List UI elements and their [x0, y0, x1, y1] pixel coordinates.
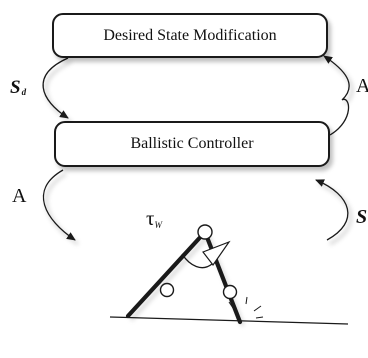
torque-arrow-head — [202, 240, 231, 267]
a-left-label: A — [12, 185, 27, 207]
a-feedback-arrow — [323, 55, 350, 136]
s-state-arrow — [315, 179, 349, 241]
hip-joint — [197, 224, 213, 240]
torque-arc — [181, 253, 213, 269]
a-right-label: A — [356, 75, 368, 97]
ballistic-controller-box: Ballistic Controller — [54, 121, 330, 167]
walker-leg-left — [125, 229, 208, 319]
desired-state-modification-box: Desired State Modification — [52, 13, 328, 58]
sd-symbol: S — [10, 77, 21, 98]
tau-label: τW — [146, 208, 162, 230]
ballistic-controller-label: Ballistic Controller — [130, 135, 254, 152]
impact-marks — [228, 296, 264, 319]
knee-joint-right — [222, 284, 238, 300]
knee-joint-left — [159, 282, 175, 298]
s-right-label: S — [356, 206, 368, 228]
tau-symbol: τ — [146, 206, 155, 230]
ground-line — [109, 316, 349, 325]
tau-subscript: W — [154, 220, 162, 230]
sd-arrow — [42, 57, 69, 119]
a-output-arrow — [42, 169, 76, 241]
sd-label: Sd — [10, 78, 26, 97]
sd-subscript: d — [21, 87, 27, 97]
walker-leg-right — [202, 229, 243, 325]
desired-state-label: Desired State Modification — [103, 26, 277, 44]
